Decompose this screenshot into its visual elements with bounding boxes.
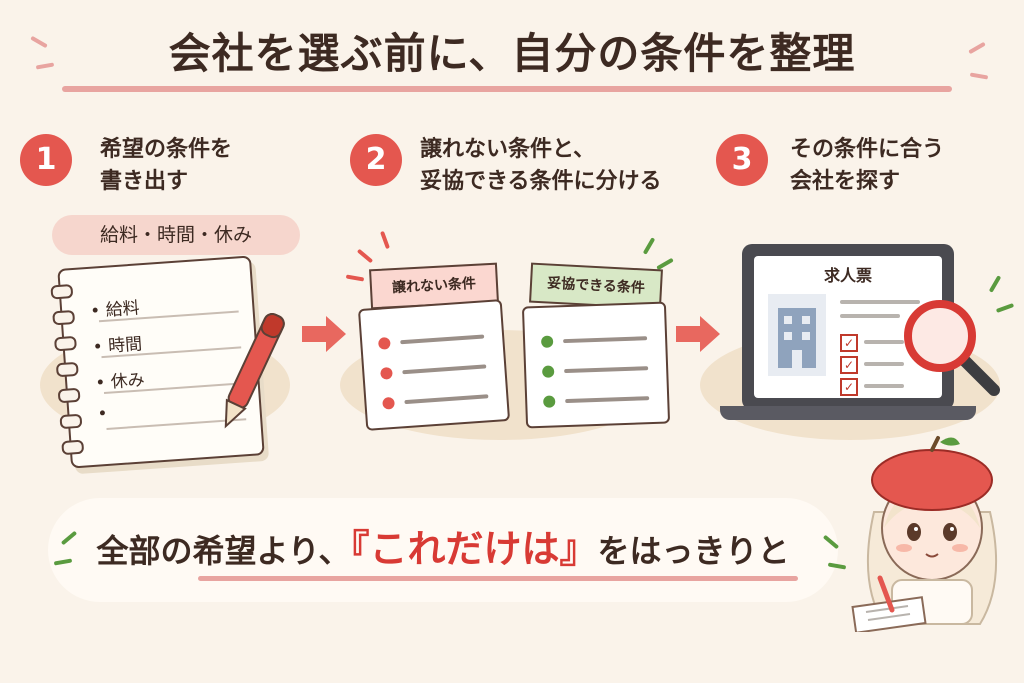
step-2-number: 2 — [350, 134, 402, 186]
bullet-dot — [382, 396, 395, 410]
text-placeholder — [400, 334, 485, 345]
pen-icon — [224, 313, 285, 429]
laptop-illustration: 求人票 ✓ ✓ ✓ — [742, 244, 954, 410]
text-placeholder — [864, 362, 904, 366]
bullet-dot — [377, 337, 391, 350]
ring-icon — [61, 439, 85, 456]
bullet-dot — [541, 365, 555, 378]
sparkle-decoration — [356, 248, 374, 264]
ring-icon — [54, 335, 77, 352]
text-placeholder — [840, 314, 900, 318]
step-1-line2: 書き出す — [100, 169, 189, 194]
key-message-underline — [198, 576, 798, 581]
step-1-text: 希望の条件を 書き出す — [100, 134, 232, 198]
step-3-line1: その条件に合う — [790, 137, 945, 162]
ring-icon — [55, 361, 79, 378]
bullet-dot — [540, 335, 554, 348]
step-1-number: 1 — [20, 134, 72, 186]
job-listing-screen: 求人票 ✓ ✓ ✓ — [754, 256, 942, 398]
text-placeholder — [565, 396, 650, 404]
text-placeholder — [864, 384, 904, 388]
text-placeholder — [864, 340, 904, 344]
text-placeholder — [563, 336, 648, 344]
notebook-item-text — [107, 404, 108, 424]
step-1-line1: 希望の条件を — [100, 137, 233, 162]
text-placeholder — [404, 394, 489, 405]
text-placeholder — [564, 366, 649, 374]
text-placeholder — [402, 364, 487, 375]
laptop-base — [720, 406, 976, 420]
sparkle-decoration — [642, 237, 656, 255]
nonnegotiable-card — [357, 299, 511, 431]
title-underline — [62, 86, 952, 92]
job-listing-title: 求人票 — [823, 266, 872, 285]
ring-icon — [50, 283, 74, 300]
step-3-line2: 会社を探す — [790, 169, 901, 194]
apple-hat-girl-illustration — [851, 436, 998, 632]
step-2-line1: 譲れない条件と、 — [420, 137, 596, 162]
examples-pill: 給料・時間・休み — [52, 215, 300, 255]
step-3-text: その条件に合う 会社を探す — [790, 134, 944, 198]
building-icon — [768, 294, 826, 376]
magnifier-icon — [904, 300, 1000, 396]
key-message-highlight: 『これだけは』 — [350, 527, 598, 571]
checkbox-checked-icon: ✓ — [840, 356, 858, 374]
key-message-before: 全部の希望より、 — [96, 532, 351, 570]
checkbox-checked-icon: ✓ — [840, 378, 858, 396]
checkbox-checked-icon: ✓ — [840, 334, 858, 352]
key-message: 全部の希望より、『これだけは』をはっきりと — [48, 498, 838, 602]
key-message-after: をはっきりと — [597, 532, 790, 570]
text-placeholder — [840, 300, 920, 304]
notebook-item: • — [96, 403, 109, 425]
sparkle-decoration — [345, 274, 365, 282]
bullet-dot — [543, 395, 556, 408]
ring-icon — [52, 309, 76, 326]
page-title: 会社を選ぶ前に、自分の条件を整理 — [168, 29, 856, 78]
step-2-text: 譲れない条件と、 妥協できる条件に分ける — [420, 134, 662, 198]
arrow-right-icon — [676, 316, 720, 352]
sparkle-decoration — [380, 230, 390, 250]
negotiable-card — [521, 301, 671, 429]
sparkle-decoration — [988, 275, 1002, 293]
ring-icon — [59, 413, 83, 430]
bullet-dot — [380, 366, 393, 380]
step-2-line2: 妥協できる条件に分ける — [420, 169, 662, 194]
key-message-text: 全部の希望より、『これだけは』をはっきりと — [48, 518, 838, 573]
step-3-number: 3 — [716, 134, 768, 186]
ring-icon — [57, 387, 81, 404]
arrow-right-icon — [302, 316, 346, 352]
